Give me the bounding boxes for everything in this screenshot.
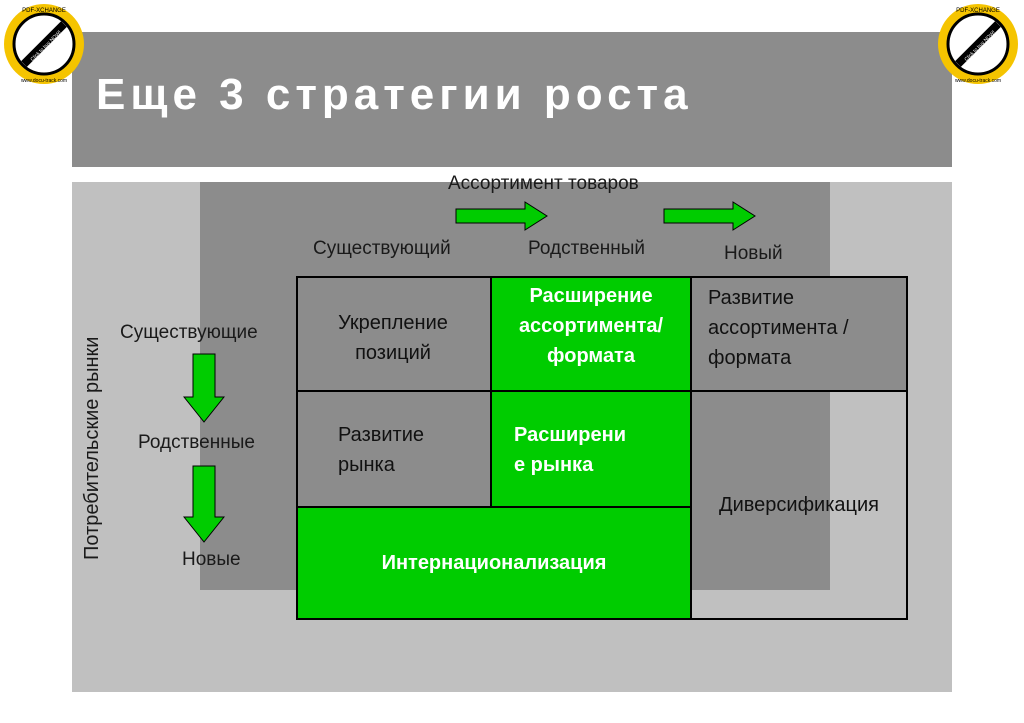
column-label-existing: Существующий [313, 238, 451, 259]
badge-text-top: PDF-XCHANGE [22, 8, 66, 14]
cell-internationalization: Интернационализация [296, 506, 692, 620]
diversification-label: Диверсификация [719, 494, 879, 516]
row-label-existing: Существующие [120, 322, 258, 343]
x-axis-title: Ассортимент товаров [448, 173, 639, 194]
pdf-xchange-badge-left[interactable]: PDF-XCHANGE Click to buy NOW! www.docu-t… [2, 2, 86, 86]
down-arrow-icon [183, 353, 225, 423]
cell-text: Расширени е рынка [514, 424, 627, 476]
title-bar [72, 32, 952, 167]
y-axis-title: Потребительские рынки [81, 336, 103, 560]
cell-text: Интернационализация [381, 552, 607, 574]
row-label-related: Родственные [138, 432, 255, 453]
cell-market-development: Развитие рынка [296, 390, 492, 508]
cell-market-expansion: Расширени е рынка [490, 390, 692, 508]
cell-text: Укрепление позиций [338, 312, 448, 364]
inner-panel-overlap [692, 392, 830, 590]
right-arrow-icon [663, 201, 756, 231]
cell-text: Развитие рынка [338, 424, 424, 476]
badge-text-bottom: www.docu-track.com [955, 78, 1001, 84]
cell-assortment-development: Развитие ассортимента /формата [690, 276, 908, 392]
down-arrow-icon [183, 465, 225, 543]
badge-text-top: PDF-XCHANGE [956, 8, 1000, 14]
cell-strengthen-position: Укрепление позиций [296, 276, 492, 392]
cell-text: Развитие ассортимента /формата [708, 287, 849, 369]
cell-assortment-expansion: Расширение ассортимента/ формата [490, 276, 692, 392]
slide-title: Еще 3 стратегии роста [96, 70, 693, 119]
pdf-xchange-badge-right[interactable]: PDF-XCHANGE Click to buy NOW! www.docu-t… [936, 2, 1020, 86]
cell-text: Расширение ассортимента/ формата [518, 285, 664, 367]
badge-text-bottom: www.docu-track.com [21, 78, 67, 84]
row-label-new: Новые [182, 549, 241, 570]
column-label-new: Новый [724, 243, 783, 264]
right-arrow-icon [455, 201, 548, 231]
column-label-related: Родственный [528, 238, 645, 259]
